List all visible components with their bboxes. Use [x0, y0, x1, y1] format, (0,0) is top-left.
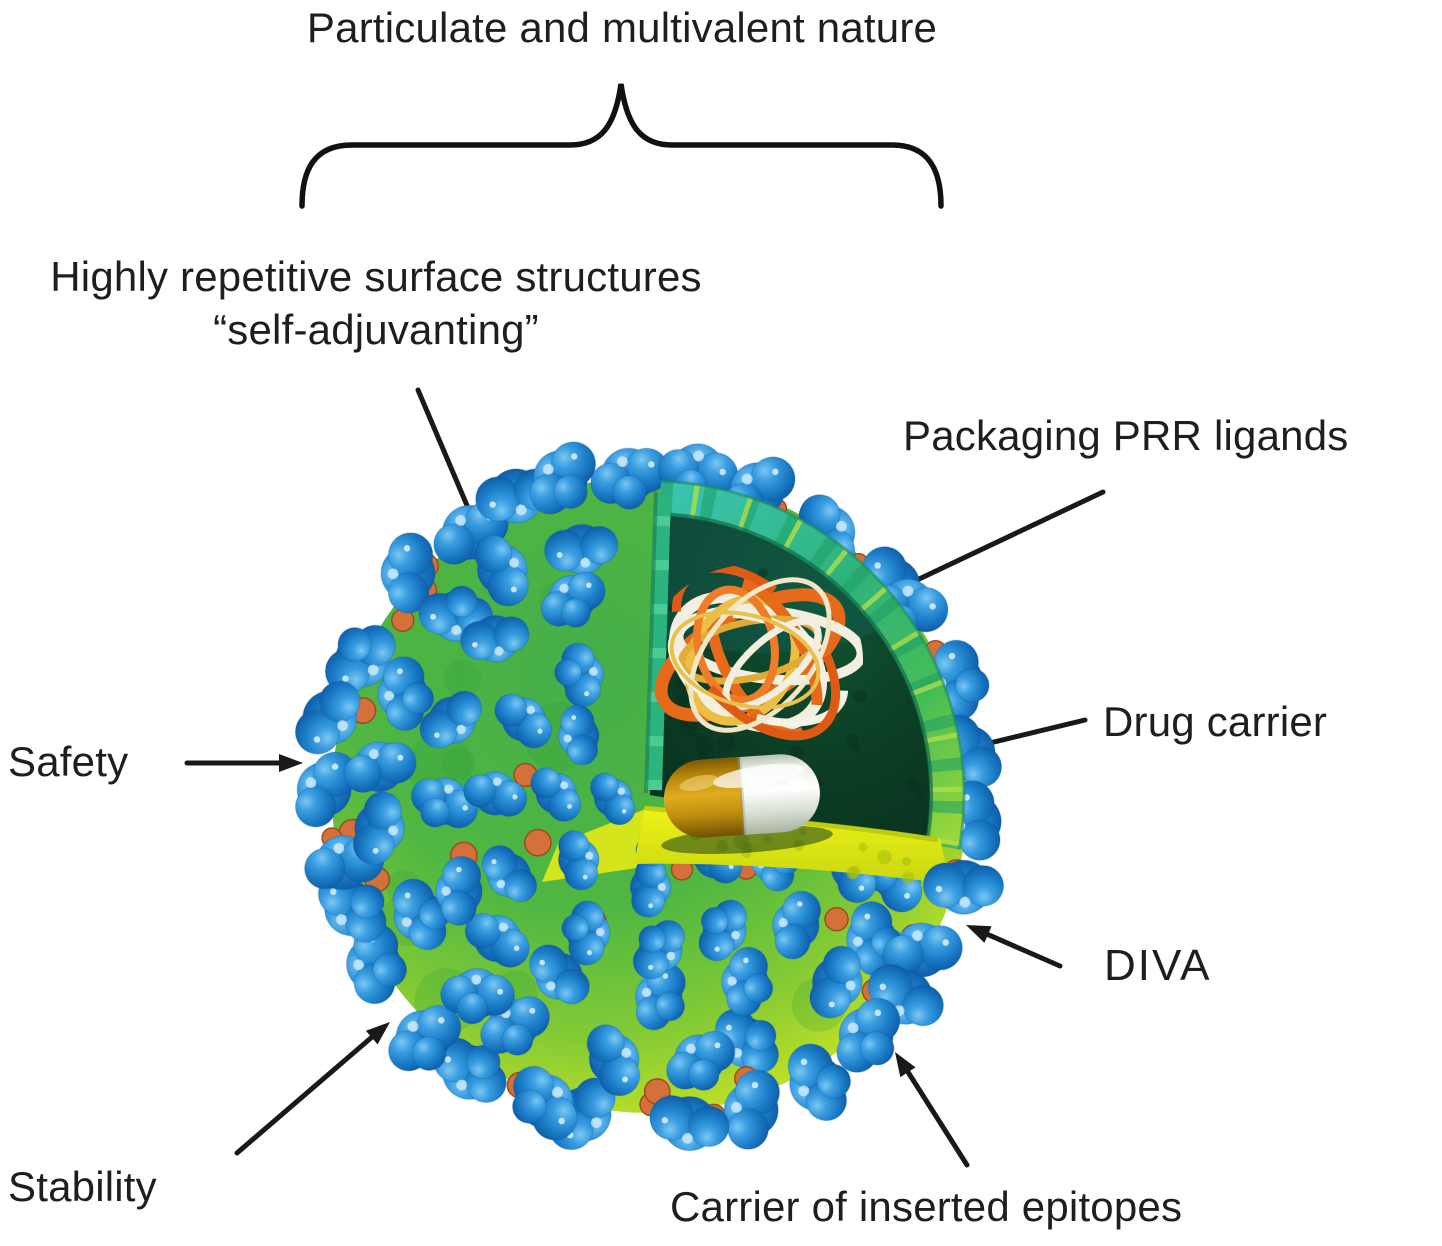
label-surface-structures-line1: Highly repetitive surface structures — [50, 253, 702, 300]
label-safety: Safety — [8, 738, 129, 785]
figure-title: Particulate and multivalent nature — [306, 4, 938, 51]
surface-spike-proteins-front — [649, 859, 1005, 1152]
drug-capsule — [661, 754, 833, 855]
label-drug-carrier: Drug carrier — [1103, 698, 1328, 745]
rna-ribbon-coils — [654, 564, 863, 741]
brace — [299, 83, 944, 209]
label-stability: Stability — [8, 1163, 157, 1210]
label-carrier-epitopes: Carrier of inserted epitopes — [670, 1183, 1183, 1230]
label-surface-structures: Highly repetitive surface structures “se… — [0, 251, 752, 357]
membrane-rim — [659, 479, 966, 850]
virus-particle-illustration — [294, 441, 1005, 1152]
cut-wall-left — [644, 491, 671, 794]
arrow-stability — [234, 1022, 390, 1156]
arrow-safety — [184, 754, 303, 772]
label-surface-structures-line2: “self-adjuvanting” — [213, 305, 539, 353]
cutaway-wedge — [634, 479, 966, 884]
label-diva: DIVA — [1104, 941, 1212, 990]
arrow-carrier-epitopes — [895, 1052, 970, 1168]
label-packaging-prr: Packaging PRR ligands — [903, 412, 1349, 459]
arrow-diva — [966, 925, 1063, 969]
